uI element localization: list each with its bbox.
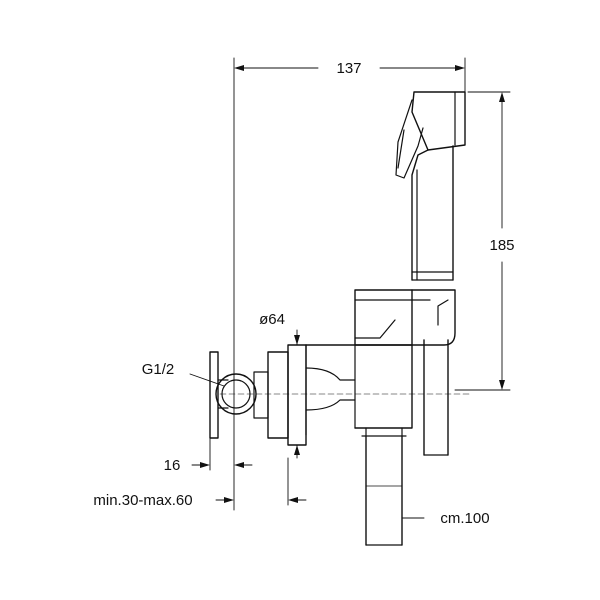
in-wall-body [209,351,471,439]
dimension-185-lines [454,91,511,391]
dimension-wall-depth-lines [215,457,307,506]
drawing-lines [189,57,511,546]
dimension-137-lines [233,57,466,511]
hose-length-label: cm.100 [440,510,489,527]
wall-depth-label: min.30-max.60 [93,492,192,509]
overall-height-label: 185 [489,237,514,254]
flange-diameter-label: ø64 [259,311,285,328]
thread-label: G1/2 [142,361,175,378]
valve-depth-label: 16 [164,457,181,474]
shower-hose [423,339,449,456]
holder-and-valve-body [305,289,456,546]
dimension-16-lines [191,437,253,471]
overall-width-label: 137 [336,60,361,77]
hand-shower-head [395,91,466,281]
leader-g12 [189,373,225,387]
